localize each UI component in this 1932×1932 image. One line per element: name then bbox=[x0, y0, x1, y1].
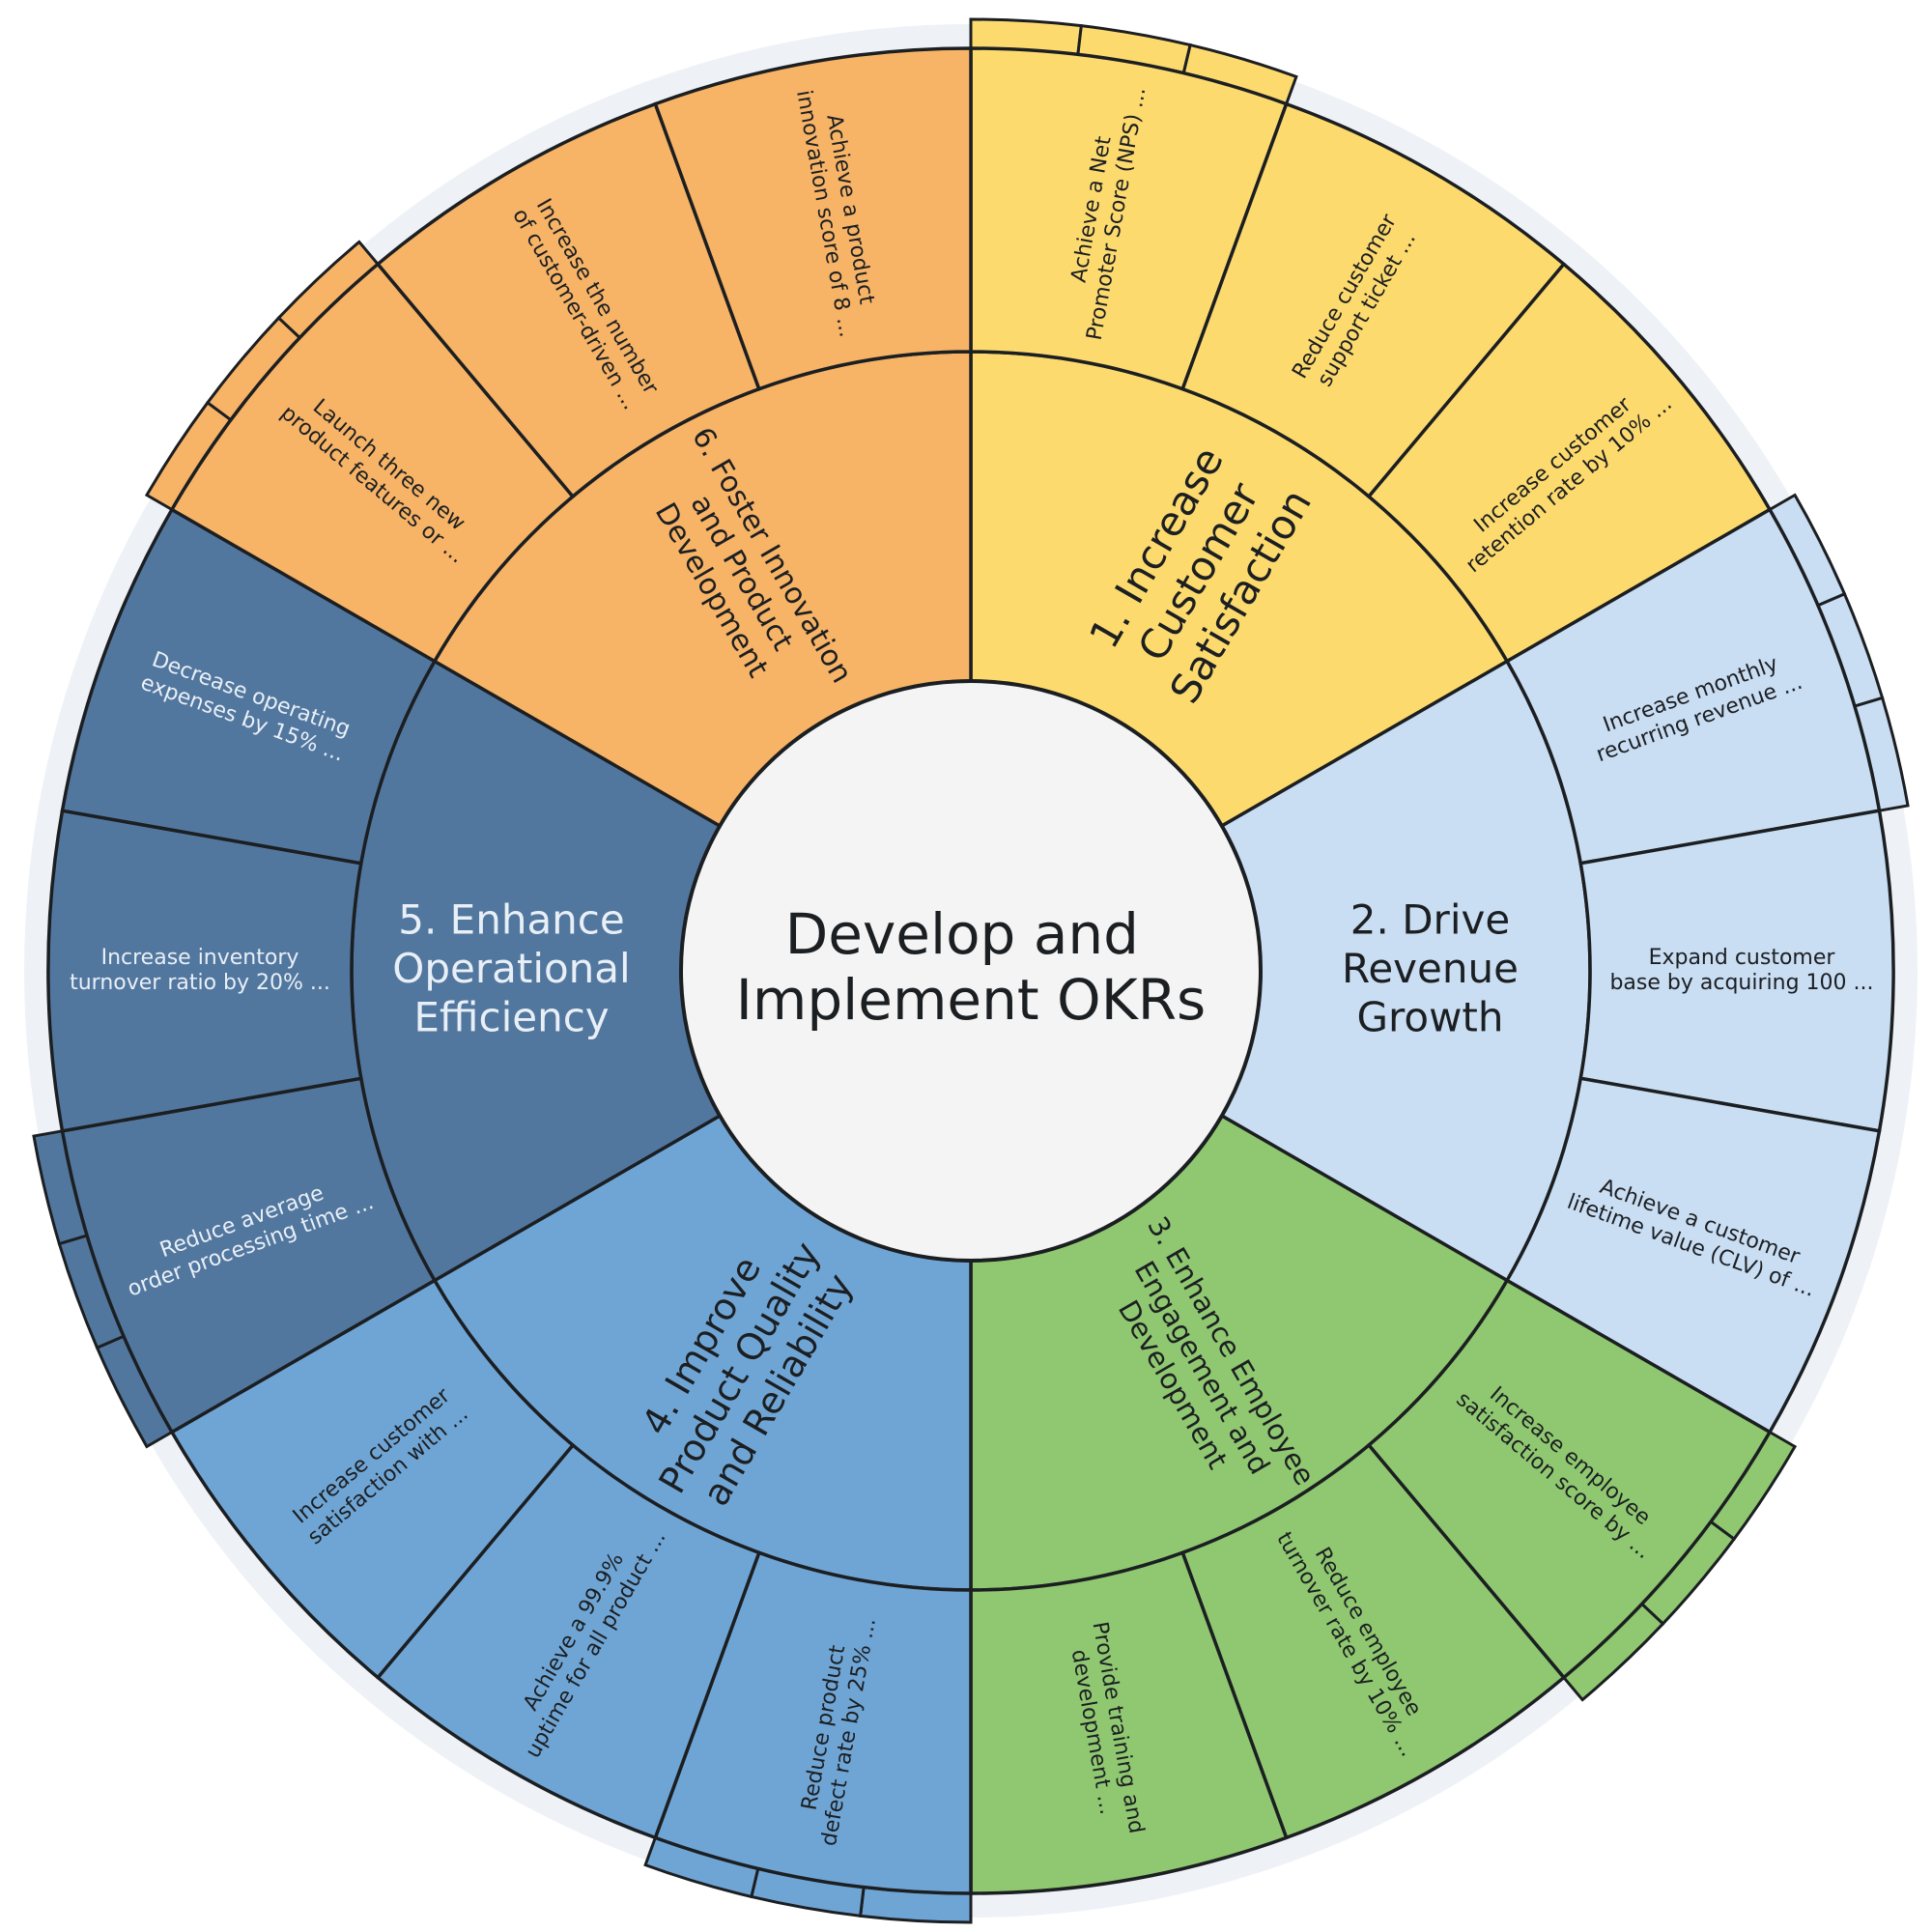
objective-label-2-line: Growth bbox=[1356, 993, 1503, 1040]
center-title-line: Implement OKRs bbox=[736, 967, 1207, 1033]
center-title-line: Develop and bbox=[785, 901, 1139, 967]
center-title: Develop and Implement OKRs bbox=[736, 901, 1207, 1033]
key-result-label-line: base by acquiring 100 ... bbox=[1609, 971, 1873, 995]
objective-label-5-line: Operational bbox=[392, 945, 630, 992]
objective-label-2-line: 2. Drive bbox=[1350, 895, 1510, 943]
center-circle bbox=[679, 679, 1263, 1263]
key-result-segment[interactable] bbox=[653, 46, 973, 391]
key-result-label-line: Increase inventory bbox=[101, 946, 299, 970]
objective-label-5-line: 5. Enhance bbox=[398, 895, 625, 943]
key-result-label-line: turnover ratio by 20% ... bbox=[70, 971, 330, 995]
objective-label-5-line: Efficiency bbox=[413, 993, 609, 1040]
objective-label-2-line: Revenue bbox=[1342, 945, 1519, 992]
key-result-label-line: Expand customer bbox=[1649, 946, 1836, 970]
